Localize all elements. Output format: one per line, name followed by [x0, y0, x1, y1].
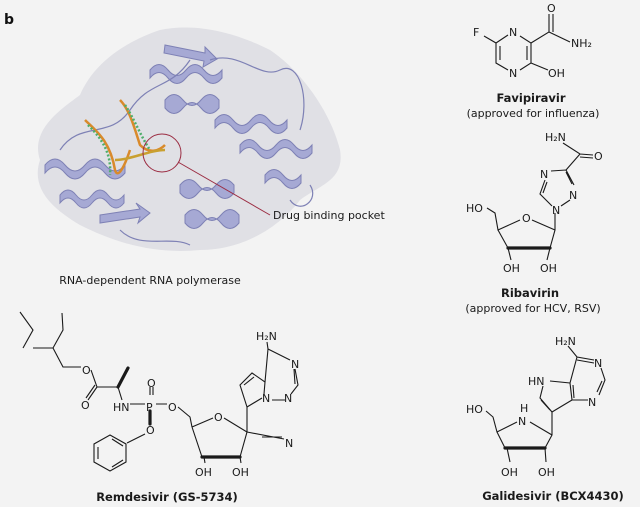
ribavirin-name: Ribavirin — [501, 286, 559, 300]
atom-label: N — [262, 392, 270, 405]
atom-label: OH — [195, 466, 212, 479]
atom-label: N — [291, 358, 299, 371]
protein-ribbons — [44, 44, 313, 229]
panel-label: b — [4, 12, 14, 28]
atom-label: O — [168, 401, 177, 414]
atom-label: H₂N — [555, 335, 576, 348]
atom-label: O — [147, 377, 156, 390]
favipiravir-structure: F N N O NH₂ OH Favipiravir (approved for… — [467, 2, 600, 120]
atom-label: HN — [113, 401, 130, 414]
remdesivir-structure: H₂N N N N O HN P O O O O O N OH OH Remde… — [19, 311, 299, 504]
protein-loops — [59, 57, 314, 246]
atom-label: H — [520, 402, 528, 415]
ribavirin-note: (approved for HCV, RSV) — [465, 302, 600, 315]
atom-label: OH — [503, 262, 520, 275]
atom-label: OH — [232, 466, 249, 479]
pocket-leader-line — [177, 161, 271, 216]
atom-label: O — [82, 364, 91, 377]
atom-label: N — [284, 392, 292, 405]
atom-label: N — [594, 357, 602, 370]
atom-label: H₂N — [545, 131, 566, 144]
atom-label: O — [146, 424, 155, 437]
ribavirin-bonds — [486, 142, 594, 261]
atom-label: HN — [528, 375, 545, 388]
protein-caption: RNA-dependent RNA polymerase — [59, 274, 241, 287]
atom-label: O — [81, 399, 90, 412]
atom-label: N — [569, 189, 577, 202]
favipiravir-name: Favipiravir — [496, 91, 565, 105]
atom-label: N — [509, 67, 517, 80]
galidesivir-name: Galidesivir (BCX4430) — [482, 489, 624, 503]
atom-label: OH — [501, 466, 518, 479]
drug-binding-pocket-marker — [142, 133, 182, 173]
atom-label: OH — [548, 67, 565, 80]
atom-label: N — [509, 26, 517, 39]
rna-strands — [84, 99, 166, 176]
atom-label: P — [146, 401, 153, 414]
atom-label: NH₂ — [571, 37, 592, 50]
remdesivir-bonds — [19, 311, 299, 472]
drug-binding-pocket-label: Drug binding pocket — [273, 209, 385, 222]
atom-label: O — [547, 2, 556, 15]
atom-label: N — [540, 168, 548, 181]
favipiravir-note: (approved for influenza) — [467, 107, 600, 120]
rdrp-protein-structure: Drug binding pocket RNA-dependent RNA po… — [37, 27, 385, 287]
atom-label: HO — [466, 403, 483, 416]
atom-label: F — [473, 26, 479, 39]
protein-surface — [37, 27, 341, 251]
atom-label: OH — [538, 466, 555, 479]
atom-label: OH — [540, 262, 557, 275]
galidesivir-bonds — [485, 345, 606, 463]
ribavirin-structure: H₂N O N N N HO O OH OH Ribavirin (approv… — [465, 131, 603, 315]
atom-label: O — [522, 212, 531, 225]
galidesivir-structure: H₂N N HN N HO H N OH OH Galidesivir (BCX… — [466, 335, 624, 503]
atom-label: N — [518, 415, 526, 428]
atom-label: HO — [466, 202, 483, 215]
atom-label: N — [285, 437, 293, 450]
atom-label: O — [214, 411, 223, 424]
atom-label: O — [594, 150, 603, 163]
atom-label: N — [552, 204, 560, 217]
atom-label: H₂N — [256, 330, 277, 343]
remdesivir-name: Remdesivir (GS-5734) — [96, 490, 238, 504]
atom-label: N — [588, 396, 596, 409]
favipiravir-bonds — [483, 14, 571, 71]
